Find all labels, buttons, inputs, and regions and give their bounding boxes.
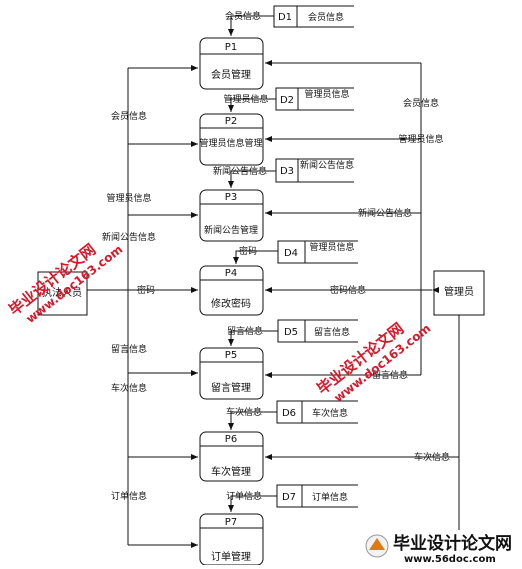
process-p6-name: 车次管理 (211, 465, 251, 478)
store-d6-id: D6 (282, 408, 296, 419)
store-d3-name: 新闻公告信息 (300, 159, 354, 171)
flow-left-pwd-label: 密码 (137, 284, 155, 296)
flow-d6-label: 车次信息 (226, 406, 262, 418)
entity-left-label: 执法人员 (42, 286, 82, 299)
process-p3: P3 新闻公告管理 (199, 189, 264, 242)
flow-right-train-label: 车次信息 (414, 451, 450, 463)
flow-left-msg-label: 留言信息 (111, 343, 147, 355)
flow-d4-p4: 密码 (233, 245, 278, 264)
store-d1-id: D1 (278, 12, 292, 23)
store-d1-name: 会员信息 (308, 11, 344, 23)
flow-left-p1: 会员信息 (111, 65, 198, 122)
store-d5-id: D5 (284, 327, 298, 338)
store-d3: D3 新闻公告信息 (275, 158, 354, 183)
process-p6: P6 车次管理 (199, 431, 264, 482)
right-bus (420, 63, 460, 530)
flow-d5-p5: 留言信息 (227, 325, 278, 346)
flow-d4-label: 密码 (239, 245, 257, 257)
flow-d5-label: 留言信息 (227, 325, 263, 337)
flow-left-p2: 管理员信息 (106, 141, 198, 204)
brand-logo-cn: 毕业设计论文网 (393, 533, 512, 554)
process-p2-name: 管理员信息管理 (199, 137, 262, 149)
flow-left-admin-label: 管理员信息 (106, 192, 151, 204)
flow-left-news-label: 新闻公告信息 (102, 231, 156, 243)
process-p3-id: P3 (225, 192, 237, 203)
process-p7-name: 订单管理 (211, 550, 251, 563)
store-d5: D5 留言信息 (277, 319, 358, 343)
store-d4: D4 管理员信息 (277, 240, 358, 264)
flow-right-msg-label: 留言信息 (372, 369, 408, 381)
flow-left-p7: 订单信息 (111, 490, 198, 548)
flow-right-p4: 密码信息 (265, 284, 439, 296)
store-d4-id: D4 (284, 248, 298, 259)
flow-d2-label: 管理员信息 (223, 93, 268, 105)
entity-right: 管理员 (433, 270, 485, 316)
process-p1-name: 会员管理 (211, 68, 251, 81)
flow-left-p6: 车次信息 (111, 382, 198, 460)
flow-right-p5: 留言信息 (265, 369, 421, 381)
process-p4-name: 修改密码 (211, 297, 251, 310)
store-d1: D1 会员信息 (273, 5, 354, 28)
store-d3-id: D3 (280, 166, 294, 177)
flow-right-member-label: 会员信息 (403, 97, 439, 109)
store-d7-name: 订单信息 (312, 491, 348, 503)
store-d6-name: 车次信息 (312, 407, 348, 419)
process-p3-name: 新闻公告管理 (204, 224, 258, 236)
store-d2-name: 管理员信息 (304, 88, 349, 100)
flow-left-order-label: 订单信息 (111, 490, 147, 502)
process-p1-id: P1 (225, 42, 237, 53)
flow-d3-p3: 新闻公告信息 (213, 165, 276, 188)
flow-left-train-label: 车次信息 (111, 382, 147, 394)
entity-right-label: 管理员 (444, 285, 474, 298)
flow-right-admin-label: 管理员信息 (398, 133, 443, 145)
store-d2: D2 管理员信息 (275, 87, 354, 111)
entity-left: 执法人员 (37, 271, 88, 316)
flow-d1-label: 会员信息 (225, 10, 261, 22)
flow-left-p3: 新闻公告信息 (102, 212, 198, 243)
flow-d3-label: 新闻公告信息 (213, 165, 267, 177)
process-p4-id: P4 (225, 268, 237, 279)
process-p5-name: 留言管理 (211, 381, 251, 394)
process-p7: P7 订单管理 (199, 513, 264, 566)
flow-d2-p2: 管理员信息 (223, 93, 276, 112)
brand-logo-url: www.56doc.com (404, 554, 496, 565)
flow-right-p3: 新闻公告信息 (265, 207, 421, 219)
brand-pencil-icon (369, 538, 385, 550)
flow-d1-p1: 会员信息 (225, 10, 274, 36)
process-p4: P4 修改密码 (199, 265, 264, 316)
flow-d7-p7: 订单信息 (226, 490, 277, 512)
brand-logo: 毕业设计论文网 www.56doc.com (365, 533, 512, 565)
process-p5-id: P5 (225, 350, 237, 361)
left-bus (87, 68, 129, 545)
process-p2-id: P2 (225, 116, 237, 127)
store-d5-name: 留言信息 (314, 326, 350, 338)
flow-left-p5: 留言信息 (111, 343, 198, 376)
process-p2: P2 管理员信息管理 (199, 113, 264, 166)
flow-right-pwd-label: 密码信息 (330, 284, 366, 296)
process-p6-id: P6 (225, 434, 237, 445)
store-d6: D6 车次信息 (276, 400, 358, 424)
process-p5: P5 留言管理 (199, 347, 264, 400)
flow-right-p2: 管理员信息 (265, 133, 444, 145)
flow-d6-p6: 车次信息 (226, 406, 277, 430)
store-d7: D7 订单信息 (276, 484, 358, 508)
flow-d7-label: 订单信息 (226, 490, 262, 502)
process-p7-id: P7 (225, 517, 237, 528)
process-p1: P1 会员管理 (199, 37, 264, 90)
store-d2-id: D2 (280, 95, 294, 106)
store-d7-id: D7 (282, 492, 296, 503)
flow-right-p1: 会员信息 (265, 60, 439, 109)
flow-left-member-label: 会员信息 (111, 110, 147, 122)
flow-right-p6: 车次信息 (265, 451, 459, 463)
watermark-center: 毕业设计论文网 www.doc163.com (313, 319, 433, 405)
store-d4-name: 管理员信息 (309, 241, 354, 253)
flow-left-p4: 密码 (128, 284, 198, 296)
flow-right-news-label: 新闻公告信息 (358, 207, 412, 219)
